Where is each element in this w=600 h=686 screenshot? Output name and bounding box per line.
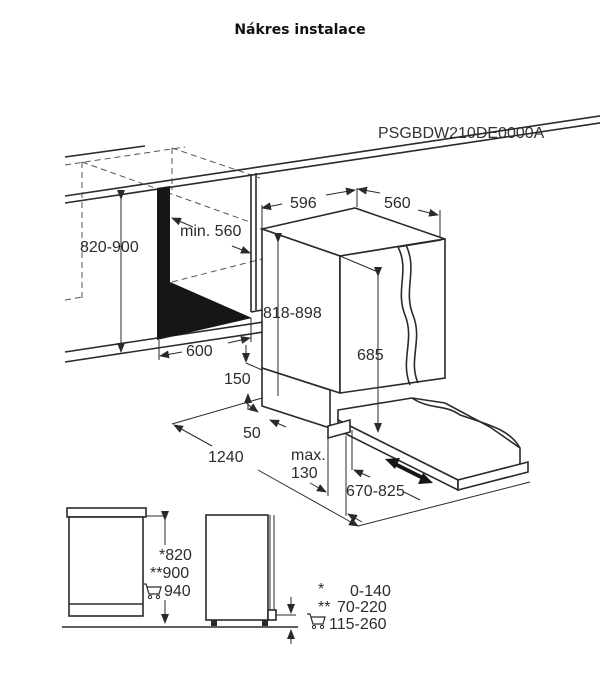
side-height-820: *820 bbox=[159, 547, 192, 564]
feet-marker-1: * bbox=[318, 581, 324, 598]
dim-max-value: 130 bbox=[291, 465, 318, 482]
side-height-940: 940 bbox=[164, 583, 191, 600]
dim-appliance-depth: 560 bbox=[384, 195, 411, 212]
side-height-900: **900 bbox=[150, 565, 189, 582]
adjust-arrow-icon bbox=[385, 458, 433, 484]
dim-door-open-depth: 1240 bbox=[208, 449, 244, 466]
cart-icon bbox=[307, 613, 326, 630]
feet-adjust-3: 115-260 bbox=[329, 616, 387, 633]
dim-door-height: 685 bbox=[357, 347, 384, 364]
feet-marker-2: ** bbox=[318, 599, 330, 616]
side-view-builtin bbox=[205, 514, 296, 644]
side-view-freestanding bbox=[66, 507, 169, 624]
cart-icon bbox=[143, 583, 162, 600]
dishwasher-appliance bbox=[259, 207, 529, 492]
dim-plinth-adjust: 670-825 bbox=[346, 483, 405, 500]
dim-appliance-width: 596 bbox=[290, 195, 317, 212]
feet-adjust-2: 70-220 bbox=[337, 599, 387, 616]
dim-max-label: max. bbox=[291, 447, 326, 464]
dim-plinth-height: 150 bbox=[224, 371, 251, 388]
feet-adjust-1: 0-140 bbox=[350, 583, 391, 600]
page-title: Nákres instalace bbox=[234, 22, 366, 38]
dim-min-depth: min. 560 bbox=[180, 223, 241, 240]
dim-cabinet-height: 820-900 bbox=[80, 239, 139, 256]
dim-niche-width: 600 bbox=[186, 343, 213, 360]
dim-appliance-height: 818-898 bbox=[263, 305, 322, 322]
dim-plinth-depth: 50 bbox=[243, 425, 261, 442]
